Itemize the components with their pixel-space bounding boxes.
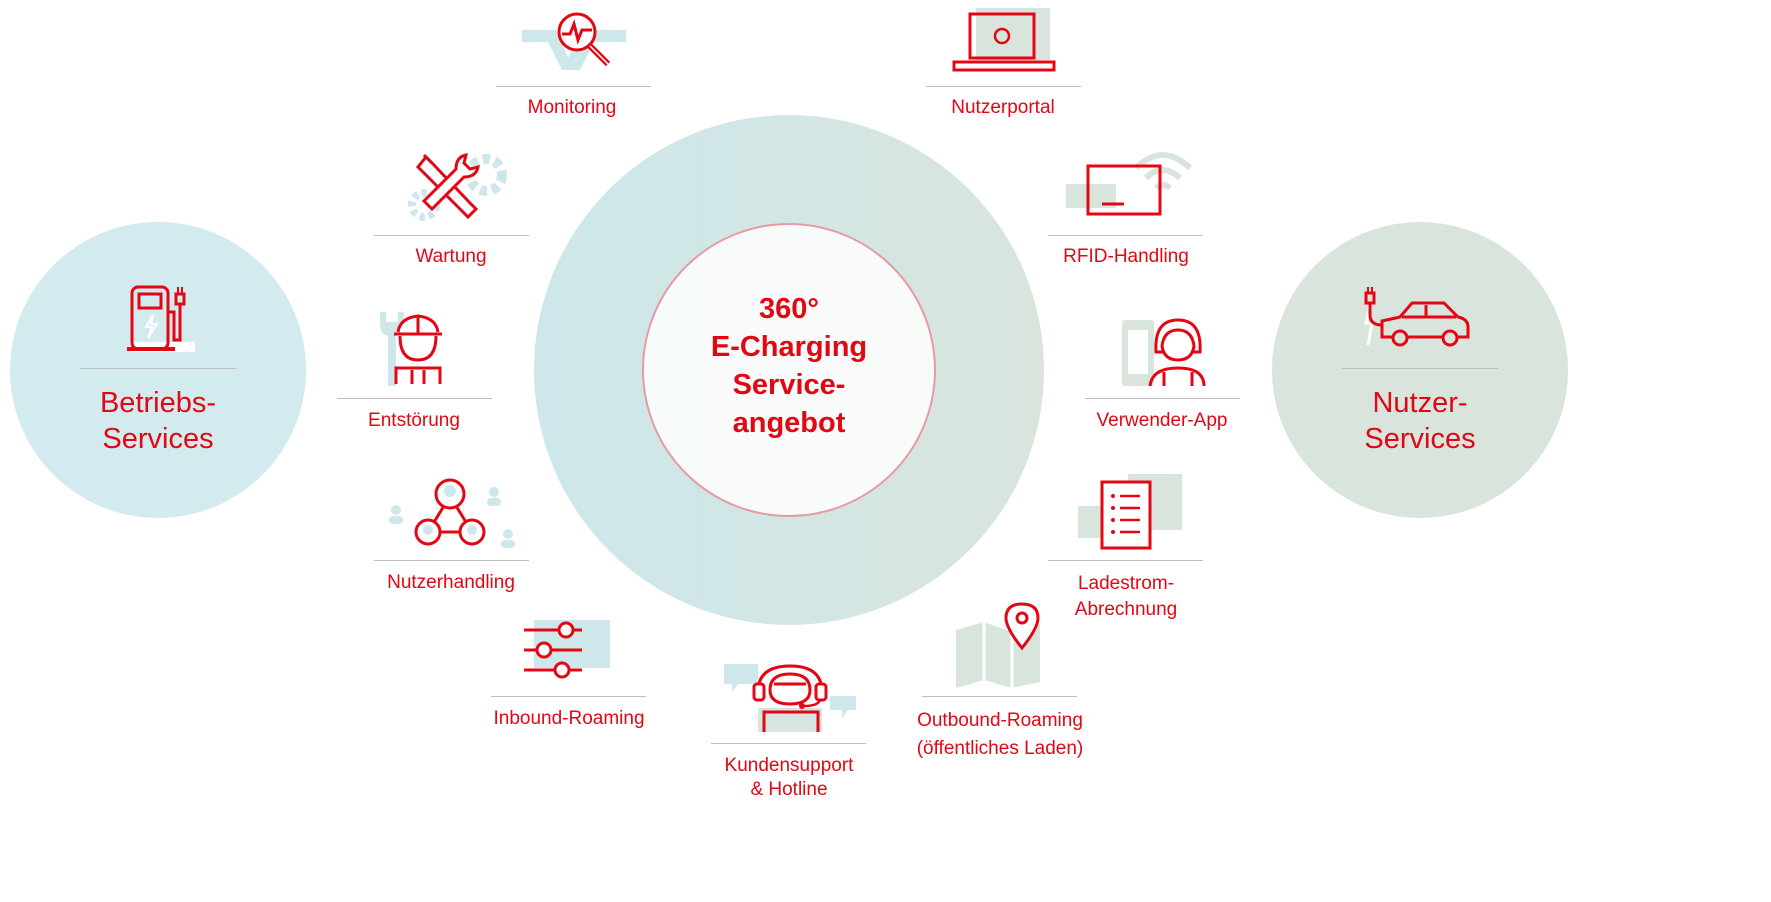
user-network-icon bbox=[389, 478, 515, 548]
rfid-handling-label: RFID-Handling bbox=[1063, 246, 1189, 267]
betriebs-services-line-1: Betriebs- bbox=[99, 387, 217, 419]
ladestrom-line-2: Abrechnung bbox=[1074, 599, 1178, 620]
betriebs-services-rule bbox=[80, 368, 236, 369]
electric-car-icon bbox=[1364, 287, 1470, 347]
laptop-icon bbox=[952, 8, 1056, 72]
user-phone-icon bbox=[1122, 318, 1206, 387]
wartung-label: Wartung bbox=[415, 246, 487, 267]
kundensupport-line-1: Kundensupport bbox=[724, 755, 854, 776]
ladestrom-label: Ladestrom- Abrechnung bbox=[1026, 571, 1226, 623]
map-pin-icon bbox=[956, 602, 1040, 688]
outbound-roaming-line-1: Outbound-Roaming bbox=[917, 710, 1083, 731]
kundensupport-rule bbox=[711, 743, 866, 744]
outbound-roaming-label: Outbound-Roaming (öffentliches Laden) bbox=[880, 707, 1120, 763]
sliders-icon bbox=[524, 620, 610, 679]
nutzerhandling-rule bbox=[374, 560, 529, 561]
center-title-line-1: 360° bbox=[759, 293, 819, 325]
ladestrom-line-1: Ladestrom- bbox=[1077, 573, 1175, 594]
invoice-list-icon bbox=[1078, 474, 1182, 550]
center-title: 360° E-Charging Service- angebot bbox=[689, 290, 889, 442]
entstoerung-label: Entstörung bbox=[368, 410, 460, 431]
rfid-card-icon bbox=[1066, 152, 1193, 216]
kundensupport-line-2: & Hotline bbox=[750, 779, 828, 800]
monitoring-label: Monitoring bbox=[527, 97, 617, 118]
outbound-roaming-line-2: (öffentliches Laden) bbox=[916, 738, 1084, 759]
outbound-roaming-rule bbox=[922, 696, 1077, 697]
nutzer-services-rule bbox=[1342, 368, 1498, 369]
nutzer-services-line-1: Nutzer- bbox=[1372, 387, 1468, 419]
ladestrom-rule bbox=[1048, 560, 1203, 561]
rfid-handling-rule bbox=[1048, 235, 1203, 236]
wartung-rule bbox=[374, 235, 529, 236]
center-title-line-3: Service- bbox=[732, 369, 846, 401]
charging-station-icon bbox=[127, 285, 195, 352]
inbound-roaming-label: Inbound-Roaming bbox=[493, 708, 645, 729]
nutzer-services-line-2: Services bbox=[1364, 423, 1476, 455]
betriebs-services-label: Betriebs- Services bbox=[58, 385, 258, 457]
verwender-app-rule bbox=[1085, 398, 1240, 399]
monitoring-rule bbox=[496, 86, 651, 87]
inbound-roaming-rule bbox=[491, 696, 646, 697]
wrench-screwdriver-gear-icon bbox=[408, 153, 507, 221]
technician-helmet-icon bbox=[380, 312, 442, 386]
kundensupport-label: Kundensupport & Hotline bbox=[689, 754, 889, 802]
nutzerportal-rule bbox=[926, 86, 1081, 87]
verwender-app-label: Verwender-App bbox=[1096, 410, 1228, 431]
center-title-line-2: E-Charging bbox=[710, 331, 868, 363]
nutzer-services-label: Nutzer- Services bbox=[1320, 385, 1520, 457]
entstoerung-rule bbox=[337, 398, 492, 399]
magnifier-pulse-icon bbox=[522, 12, 626, 70]
headset-agent-icon bbox=[724, 664, 856, 732]
nutzerportal-label: Nutzerportal bbox=[951, 97, 1055, 118]
center-title-line-4: angebot bbox=[732, 407, 846, 439]
betriebs-services-line-2: Services bbox=[102, 423, 214, 455]
nutzerhandling-label: Nutzerhandling bbox=[387, 572, 515, 593]
